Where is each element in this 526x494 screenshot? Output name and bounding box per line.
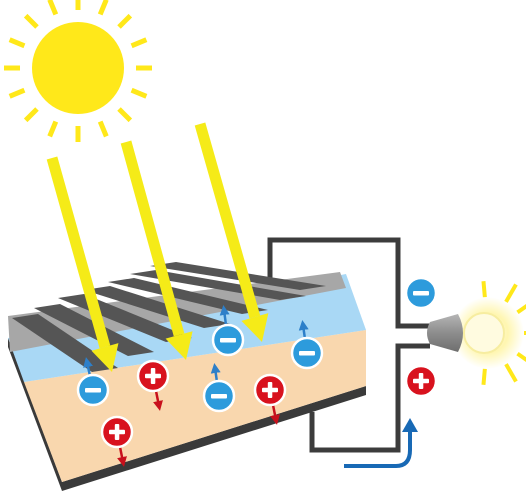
sun-ray (130, 37, 148, 49)
hole-in-circuit (404, 364, 438, 398)
sun-ray (97, 0, 109, 16)
sunlight-arrows (46, 122, 269, 372)
bulb-light-ray (504, 363, 518, 383)
minus-sign (85, 388, 101, 393)
electron (211, 305, 245, 357)
minus-sign (211, 394, 227, 399)
sun-ray (117, 107, 133, 123)
electrode-stripe (34, 304, 154, 356)
bulb-light-ray (481, 281, 487, 298)
sun-ray (8, 37, 26, 49)
sun-ray (47, 120, 59, 138)
minus-sign (220, 338, 236, 343)
charge-carriers (76, 276, 438, 467)
electron (76, 357, 110, 407)
hole (136, 359, 170, 411)
sunlight-ray (46, 156, 111, 349)
circuit-wires (267, 237, 430, 453)
bulb-light-ray (516, 303, 526, 314)
sunlight-arrow-head (241, 313, 269, 342)
bulb-light-ray (516, 352, 526, 363)
sun-ray (117, 13, 133, 29)
sun-ray (130, 87, 148, 99)
electrode-stripe (130, 270, 306, 300)
bulb-glass (463, 312, 505, 354)
sun-ray (47, 0, 59, 16)
sun-icon (4, 0, 152, 142)
electrode-stripe (108, 278, 268, 314)
electrode-stripe (84, 286, 230, 328)
bulb-base (427, 314, 463, 352)
sunlight-ray (194, 122, 261, 319)
bottom-wire (309, 343, 430, 453)
sun-ray (97, 120, 109, 138)
light-bulb-icon (427, 281, 526, 385)
plus-sign-v (114, 424, 120, 440)
electron (202, 363, 236, 413)
sun-ray (8, 87, 26, 99)
panel-side-edge (8, 338, 366, 491)
plus-sign-v (418, 373, 424, 389)
sun-disc (32, 22, 124, 114)
electron-in-circuit (404, 276, 438, 310)
minus-sign (413, 291, 429, 296)
solar-panel (8, 262, 366, 491)
top-wire (267, 237, 430, 329)
bulb-light-ray (504, 283, 518, 303)
sun-ray (23, 107, 39, 123)
electron (290, 320, 324, 370)
hole (253, 373, 287, 425)
sunlight-arrow-head (91, 343, 119, 372)
bulb-light-ray (481, 368, 487, 385)
current-arrow (344, 418, 418, 468)
sun-ray (23, 13, 39, 29)
sunlight-arrow-head (165, 331, 193, 360)
plus-sign-v (150, 368, 156, 384)
plus-sign-v (267, 382, 273, 398)
sunlight-ray (120, 140, 185, 337)
hole (100, 415, 134, 467)
minus-sign (299, 351, 315, 356)
